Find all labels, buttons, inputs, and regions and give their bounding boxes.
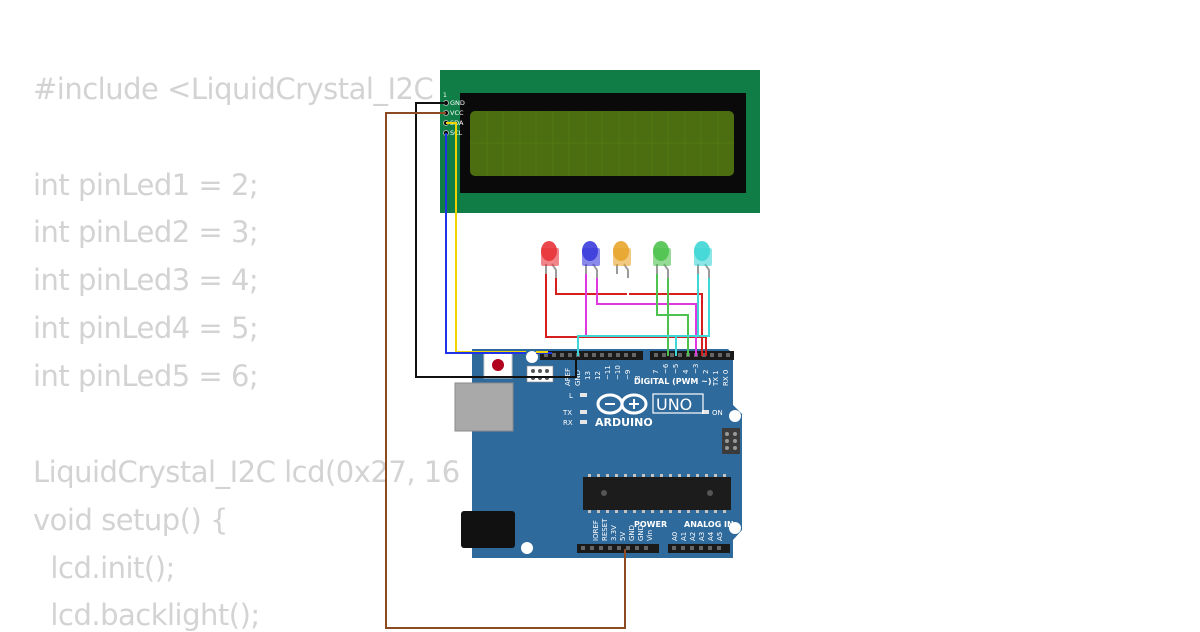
led-l-label: L bbox=[569, 392, 573, 400]
pin-label-10: ~10 bbox=[614, 365, 622, 380]
code-line-10: void setup() { bbox=[33, 503, 229, 537]
pin-label-tx1: TX 1 bbox=[712, 370, 720, 387]
code-line-12: lcd.backlight(); bbox=[33, 598, 260, 632]
pin-label-gnd-1: GND bbox=[628, 525, 636, 541]
pin-label-13: 13 bbox=[584, 371, 592, 380]
led-on-indicator bbox=[702, 410, 709, 414]
arduino-uno-board[interactable]: AREF GND 13 12 ~11 ~10 ~9 8 7 ~6 ~5 4 ~3… bbox=[454, 349, 742, 558]
led-l-indicator bbox=[580, 393, 587, 397]
pin-label-a2: A2 bbox=[689, 532, 697, 541]
lcd-pin-gnd: GND bbox=[450, 99, 465, 107]
pin-label-rx0: RX 0 bbox=[722, 370, 730, 386]
usb-connector bbox=[454, 382, 514, 432]
pin-label-a0: A0 bbox=[671, 532, 679, 541]
pin-label-8: 8 bbox=[634, 376, 642, 380]
lcd-pin-vcc: VCC bbox=[450, 109, 464, 117]
pin-label-vin: Vin bbox=[646, 530, 654, 541]
pin-label-a5: A5 bbox=[716, 532, 724, 541]
pin-label-ioref: IOREF bbox=[592, 520, 600, 541]
power-header-pins bbox=[581, 546, 721, 550]
wire-cyan-led bbox=[577, 274, 699, 356]
pin-label-9: ~9 bbox=[624, 370, 632, 380]
pin-label-2: 2 bbox=[702, 370, 710, 374]
digital-header[interactable] bbox=[540, 351, 734, 360]
led-yellow[interactable] bbox=[613, 241, 631, 278]
pin-label-reset: RESET bbox=[601, 518, 609, 541]
icsp-right-header bbox=[722, 428, 740, 454]
digital-pwm-label: DIGITAL (PWM ~) bbox=[634, 377, 712, 386]
pin-label-5: ~5 bbox=[672, 364, 680, 374]
pin-label-6: ~6 bbox=[662, 363, 670, 374]
lcd-pin-sda: SDA bbox=[450, 119, 464, 127]
led-rx-label: RX bbox=[563, 419, 573, 427]
code-line-4: int pinLed2 = 3; bbox=[33, 215, 259, 249]
code-line-1: #include <LiquidCrystal_I2C bbox=[33, 72, 434, 106]
wire-lcd-gnd bbox=[415, 102, 577, 378]
pin-label-gnd-top: GND bbox=[574, 370, 582, 386]
mount-hole-top-left bbox=[526, 351, 538, 363]
pin-label-a4: A4 bbox=[707, 531, 715, 541]
mount-hole-right-bottom bbox=[729, 522, 741, 534]
wire-green-led bbox=[656, 274, 689, 356]
uno-badge bbox=[652, 393, 704, 414]
pin-label-7: 7 bbox=[652, 370, 660, 374]
arduino-brand-label: ARDUINO bbox=[595, 416, 653, 429]
arduino-infinity-logo bbox=[596, 393, 648, 415]
lcd-pin1-marker: 1 bbox=[443, 92, 447, 99]
wire-lcd-scl bbox=[445, 133, 526, 354]
led-rx-indicator bbox=[580, 420, 587, 424]
pin-label-12: 12 bbox=[594, 371, 602, 380]
pin-label-11: ~11 bbox=[604, 365, 612, 380]
led-tx-indicator bbox=[580, 410, 587, 414]
led-red[interactable] bbox=[541, 241, 559, 278]
power-jack bbox=[461, 511, 515, 548]
code-line-3: int pinLed1 = 2; bbox=[33, 168, 259, 202]
pin-label-4: 4 bbox=[682, 369, 690, 374]
lcd-char-grid bbox=[470, 111, 734, 176]
reset-button[interactable] bbox=[492, 359, 504, 371]
pin-label-3: ~3 bbox=[692, 364, 700, 374]
atmega-chip bbox=[583, 477, 731, 510]
wire-lcd-vcc bbox=[385, 112, 626, 629]
wire-blue-led-2 bbox=[596, 278, 697, 356]
mount-hole-right-top bbox=[729, 410, 741, 422]
led-blue[interactable] bbox=[582, 241, 600, 278]
code-line-7: int pinLed5 = 6; bbox=[33, 359, 259, 393]
code-line-9: LiquidCrystal_I2C lcd(0x27, 16 bbox=[33, 455, 460, 489]
led-green[interactable] bbox=[653, 241, 671, 278]
power-label: POWER bbox=[634, 520, 667, 529]
lcd-module[interactable]: 1 GND VCC SDA SCL bbox=[440, 70, 760, 213]
pin-label-a1: A1 bbox=[680, 532, 688, 541]
pin-label-gnd-2: GND bbox=[637, 525, 645, 541]
led-tx-label: TX bbox=[562, 409, 572, 417]
pin-label-5v: 5V bbox=[619, 532, 627, 541]
code-line-6: int pinLed4 = 5; bbox=[33, 311, 259, 345]
pin-label-a3: A3 bbox=[698, 532, 706, 541]
atmega-pins bbox=[588, 474, 726, 513]
led-on-label: ON bbox=[712, 409, 723, 417]
code-line-5: int pinLed3 = 4; bbox=[33, 263, 259, 297]
mount-hole-bottom-left bbox=[521, 542, 533, 554]
code-line-11: lcd.init(); bbox=[33, 551, 175, 585]
uno-model-label: UNO bbox=[656, 395, 692, 414]
pin-label-3v3: 3.3V bbox=[610, 525, 618, 541]
wires[interactable] bbox=[385, 102, 710, 629]
led-cyan[interactable] bbox=[694, 241, 712, 278]
wire-cyan-led-2 bbox=[675, 278, 710, 356]
analog-in-label: ANALOG IN bbox=[684, 520, 734, 529]
